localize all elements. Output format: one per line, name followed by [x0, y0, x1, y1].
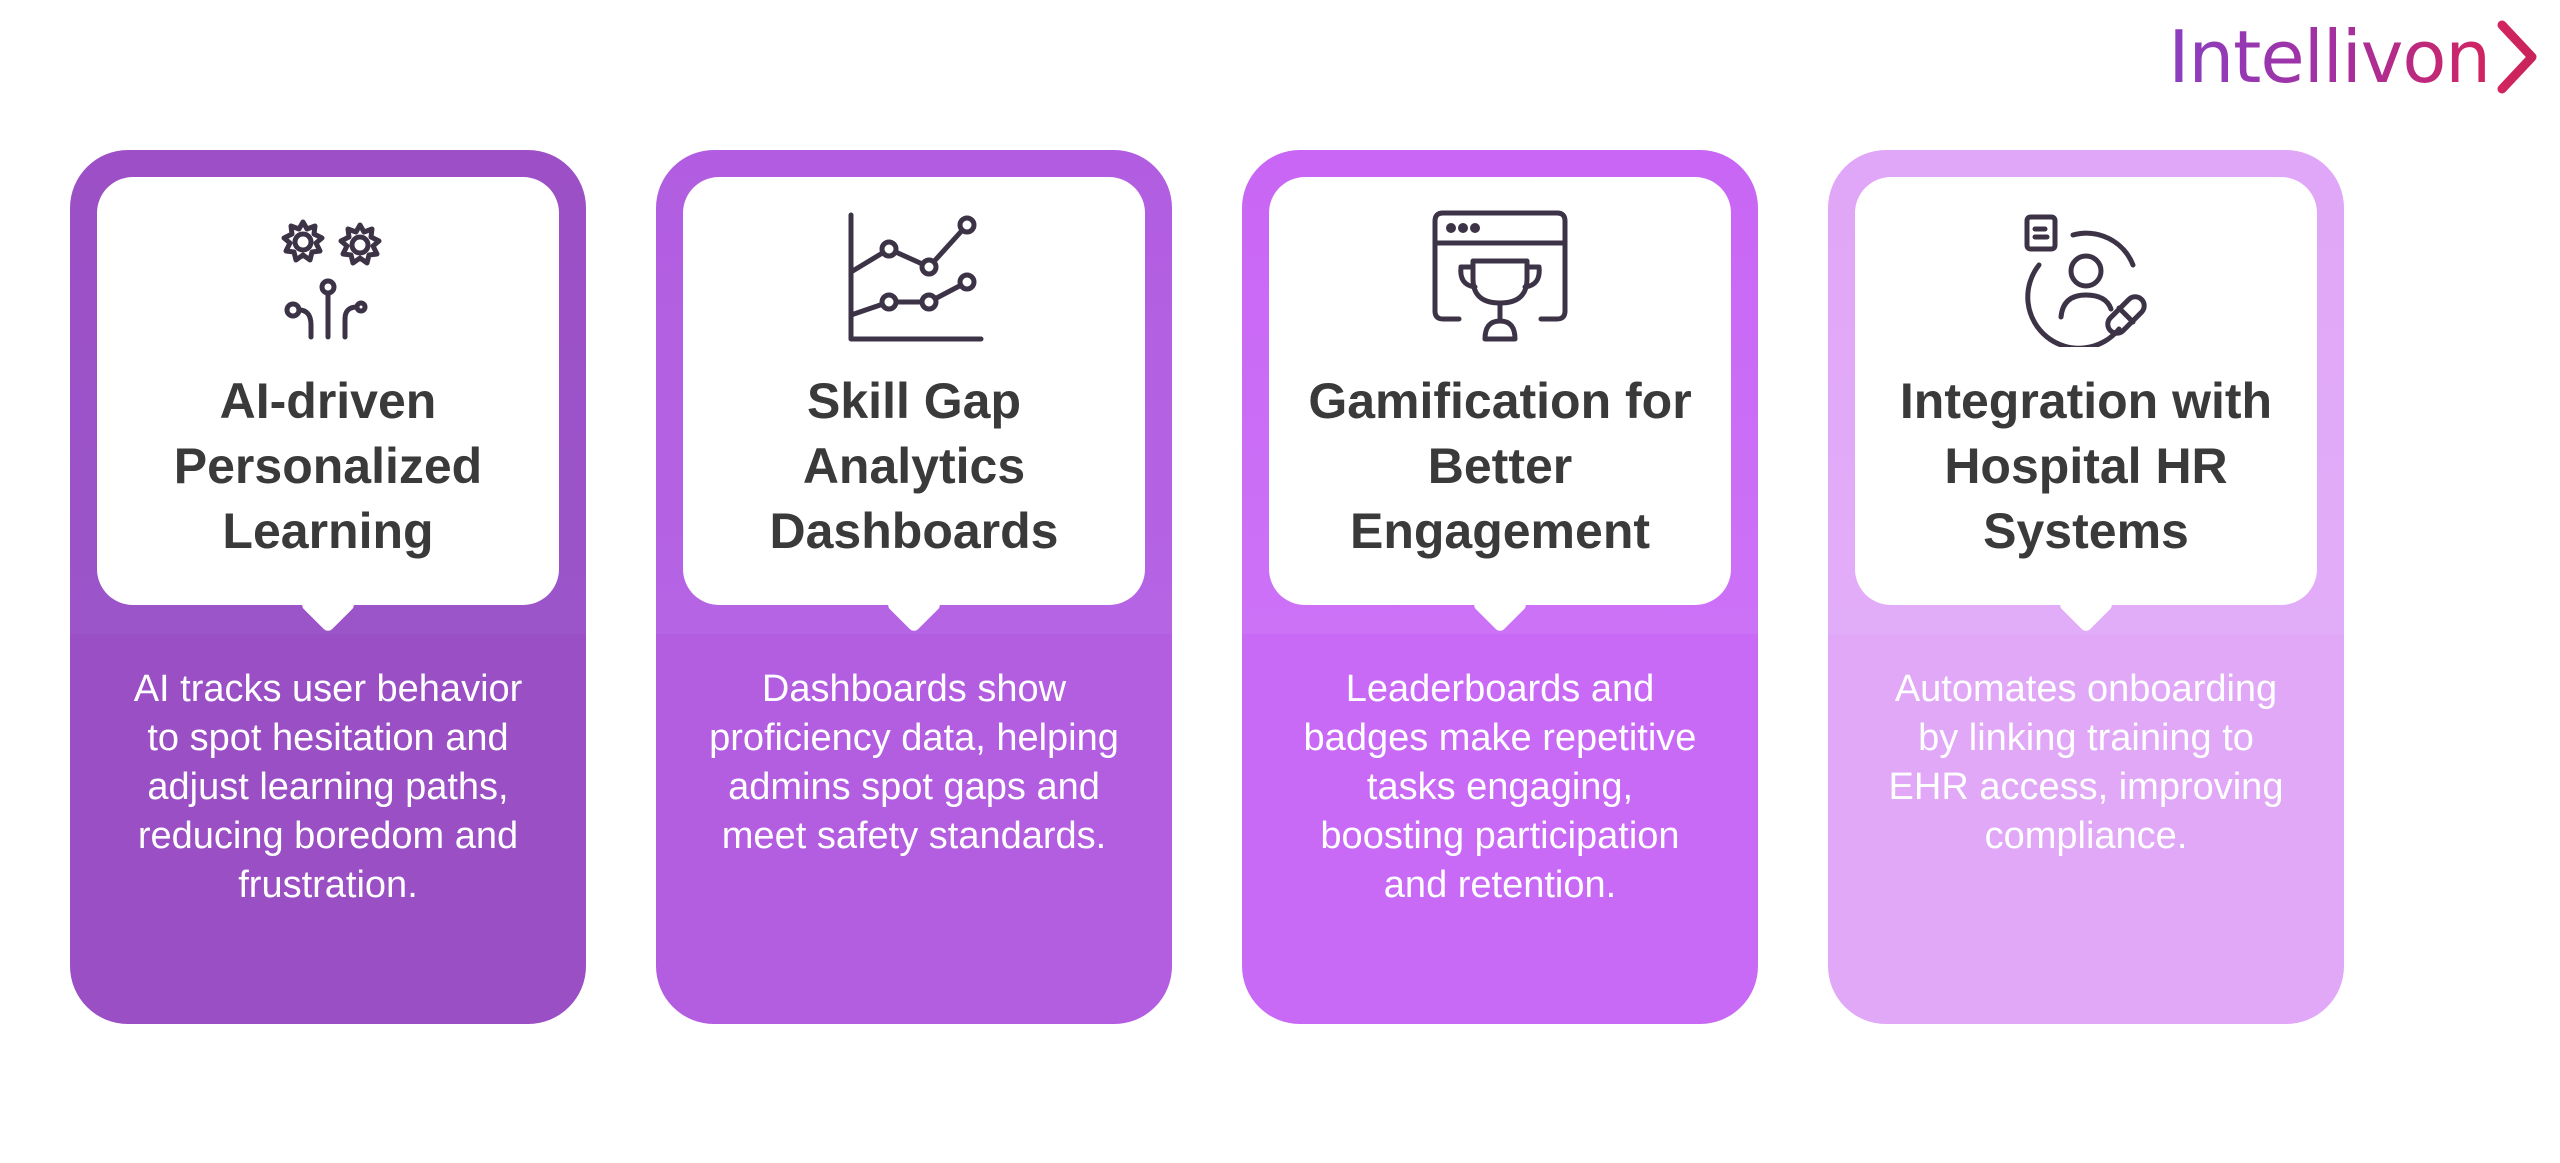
- card-header-bubble: Gamification for Better Engagement: [1269, 177, 1731, 634]
- card-description: AI tracks user behavior to spot hesitati…: [133, 668, 523, 906]
- feature-card-skill-gap: Skill Gap Analytics Dashboards Dashboard…: [656, 150, 1172, 1024]
- card-description: Leaderboards and badges make repetitive …: [1303, 668, 1697, 906]
- card-header-bubble: Integration with Hospital HR Systems: [1855, 177, 2317, 634]
- feature-card-hr-integration: Integration with Hospital HR Systems Aut…: [1828, 150, 2344, 1024]
- card-header-bubble: AI-driven Personalized Learning: [97, 177, 559, 634]
- user-document-icon: [2011, 207, 2161, 351]
- feature-card-ai-learning: AI-driven Personalized Learning AI track…: [70, 150, 586, 1024]
- card-title: Integration with Hospital HR Systems: [1899, 373, 2273, 559]
- card-header-bubble: Skill Gap Analytics Dashboards: [683, 177, 1145, 634]
- card-title: Gamification for Better Engagement: [1308, 373, 1692, 559]
- browser-trophy-icon: [1425, 207, 1575, 347]
- brand-logo: Intellivon: [2168, 12, 2540, 102]
- feature-card-gamification: Gamification for Better Engagement Leade…: [1242, 150, 1758, 1024]
- card-title: AI-driven Personalized Learning: [173, 373, 483, 559]
- line-chart-icon: [839, 207, 989, 347]
- card-description: Automates onboarding by linking training…: [1888, 668, 2284, 857]
- card-title: Skill Gap Analytics Dashboards: [769, 373, 1059, 559]
- gears-flowers-icon: [253, 207, 403, 347]
- card-description: Dashboards show proficiency data, helpin…: [709, 668, 1119, 857]
- chevron-right-icon: [2497, 20, 2537, 94]
- brand-name: Intellivon: [2168, 15, 2491, 99]
